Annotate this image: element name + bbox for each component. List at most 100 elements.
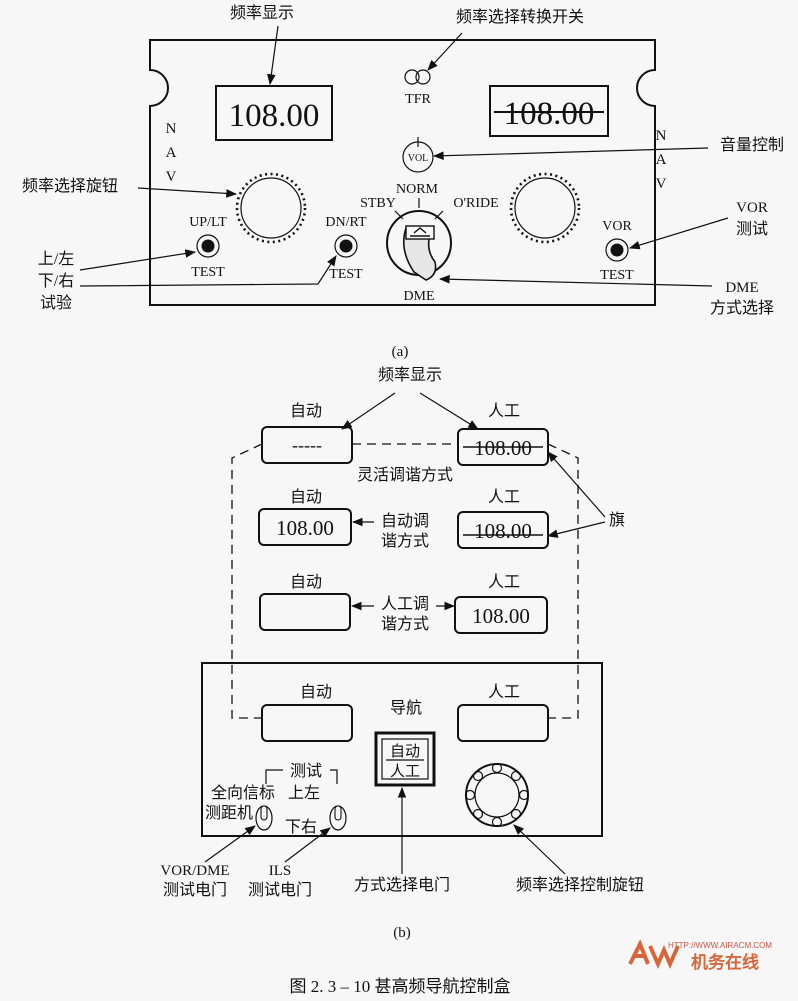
callout-up-down-1: 上/左 (38, 250, 74, 268)
up-lt-test-button-core (201, 239, 215, 253)
right-frequency-window (489, 85, 609, 137)
down-right-label: 下右 (285, 818, 317, 836)
part-b-tuning-modes: 频率显示 自动 ----- 人工 108.00 灵活调谐方式 自动 108.00… (231, 366, 625, 719)
box-auto-display (261, 704, 353, 742)
dme-label: DME (403, 289, 434, 304)
panel-outline (149, 39, 656, 306)
row3-manual-freq: 108.00 (472, 604, 530, 628)
dn-rt-test-button-core (339, 239, 353, 253)
vor-dme-test-switch-lever (260, 805, 268, 821)
knob-notch-6 (472, 808, 484, 820)
arrow-vor (628, 217, 729, 250)
vor-dme-switch-label-2: 测试电门 (163, 881, 227, 899)
row1-manual-display (457, 428, 549, 466)
part-a-callouts: 频率显示 频率选择转换开关 音量控制 频率选择旋钮 上/左 下/右 试验 VOR… (22, 4, 784, 360)
left-frequency-knob[interactable] (235, 172, 307, 244)
vor-label: VOR (602, 219, 632, 234)
tfr-label: TFR (405, 92, 431, 107)
knob-notch-8 (472, 770, 484, 782)
mode-switch-manual: 人工 (390, 763, 420, 780)
flag-label: 旗 (609, 511, 625, 529)
mode-dashed-outline (231, 443, 579, 719)
ils-switch-label-2: 测试电门 (248, 881, 312, 899)
dn-rt-label: DN/RT (325, 215, 367, 230)
tfr-switch-ring-left[interactable] (404, 69, 420, 85)
arrow-ils-switch (284, 827, 331, 863)
dn-rt-test-button[interactable] (334, 234, 358, 258)
callout-up-down-2: 下/右 (38, 272, 74, 290)
arrow-freq-control-knob (513, 824, 566, 875)
arrow-b-freq-left (341, 392, 396, 430)
up-left-label: 上左 (288, 784, 320, 802)
box-manual-label: 人工 (488, 683, 520, 701)
arrow-freq-switch (427, 32, 463, 71)
nav-label: 导航 (390, 699, 422, 717)
box-auto-label: 自动 (300, 683, 332, 701)
callout-vor-1: VOR (736, 200, 768, 216)
row1-auto-label: 自动 (290, 402, 322, 420)
up-lt-label: UP/LT (189, 215, 227, 230)
row3-manual-display (454, 596, 548, 634)
arrow-up-lt (79, 249, 197, 271)
left-frequency-knob-inner (240, 177, 302, 239)
row2-auto-display (258, 508, 352, 546)
flex-mode-label: 灵活调谐方式 (357, 466, 453, 484)
arrow-flag-1 (547, 451, 606, 518)
knob-notch-3 (518, 789, 530, 801)
nav-letter-right-2: A (656, 152, 667, 168)
vor-test-label: TEST (600, 268, 634, 283)
callout-dme-1: DME (725, 280, 758, 296)
mode-select-switch[interactable] (374, 731, 436, 787)
dme-selector-handle (403, 227, 437, 281)
knob-notch-4 (510, 808, 522, 820)
arrow-flag-2 (546, 521, 606, 538)
arrow-freq-knob (137, 187, 238, 198)
left-frequency-value: 108.00 (229, 98, 320, 134)
arrow-freq-display (267, 25, 279, 86)
right-frequency-knob[interactable] (509, 172, 581, 244)
volume-knob-label: VOL (408, 153, 429, 164)
mode-switch-auto: 自动 (390, 743, 420, 760)
nav-letter-right-3: V (656, 176, 667, 192)
callout-freq-switch: 频率选择转换开关 (456, 8, 584, 26)
callout-dme-2: 方式选择 (710, 299, 774, 317)
arrow-dn-rt (79, 255, 337, 287)
watermark-url: HTTP://WWW.AIRACM.COM (668, 941, 772, 950)
manual-mode-label-1: 人工调 (381, 595, 429, 613)
callout-vor-2: 测试 (736, 220, 768, 238)
row1-manual-freq: 108.00 (474, 436, 532, 460)
part-a-panel-diagram: 108.00 108.00 N A V N A V TFR VOL NORM S… (149, 39, 667, 306)
row1-auto-dashes: ----- (292, 435, 322, 455)
part-b-label: (b) (393, 925, 411, 941)
knob-notch-2 (510, 770, 522, 782)
auto-mode-label-1: 自动调 (381, 512, 429, 530)
arrow-b-freq-right (419, 392, 479, 430)
watermark-brand: 机务在线 (691, 952, 759, 972)
watermark-logo-icon (628, 939, 680, 969)
tfr-switch-ring-right[interactable] (415, 69, 431, 85)
knob-notch-5 (491, 816, 503, 828)
b-freq-display-label: 频率显示 (378, 366, 442, 384)
manual-mode-label-2: 谐方式 (381, 615, 429, 633)
box-manual-display (457, 704, 549, 742)
up-lt-test-button[interactable] (196, 234, 220, 258)
dn-rt-test-label: TEST (329, 267, 363, 282)
mode-select-switch-inner (381, 738, 429, 780)
watermark: HTTP://WWW.AIRACM.COM 机务在线 (628, 939, 772, 972)
row2-auto-freq: 108.00 (276, 516, 334, 540)
test-bracket (265, 769, 338, 784)
arrow-volume (432, 147, 709, 161)
norm-label: NORM (396, 182, 439, 197)
row3-auto-display (259, 593, 351, 631)
nav-letter-right-1: N (656, 128, 667, 144)
arrow-vor-dme-switch (204, 825, 256, 863)
callout-up-down-3: 试验 (40, 294, 72, 312)
vor-test-button[interactable] (605, 238, 629, 262)
row2-auto-label: 自动 (290, 488, 322, 506)
vor-dme-switch-label-1: VOR/DME (160, 863, 229, 879)
dme-selector-pointer (410, 227, 430, 237)
arrow-dme (438, 274, 713, 287)
callout-freq-display: 频率显示 (230, 4, 294, 22)
nav-letter-left-3: V (166, 169, 177, 185)
